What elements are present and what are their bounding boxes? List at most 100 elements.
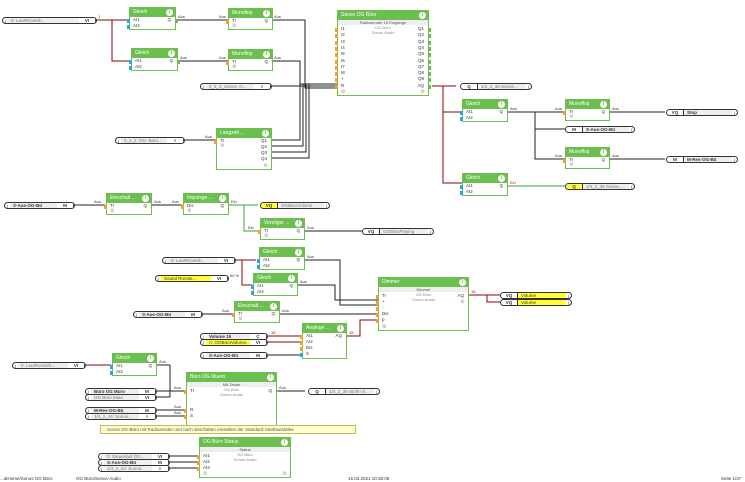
ref-input[interactable]: (0: LautRonsteh...VI [2, 17, 97, 24]
input-port[interactable] [104, 205, 107, 209]
info-icon[interactable]: i [295, 249, 302, 256]
input-port[interactable] [376, 313, 379, 317]
info-icon[interactable]: i [600, 149, 607, 156]
info-icon[interactable]: i [219, 195, 226, 202]
info-icon[interactable]: i [498, 175, 505, 182]
info-icon[interactable]: i [166, 9, 173, 16]
gear-icon[interactable]: ⚙ [420, 89, 425, 95]
input-port[interactable] [335, 34, 338, 39]
ref-input[interactable]: (0_2_2: OG: Büro...I [115, 137, 185, 144]
input-port[interactable] [300, 347, 303, 351]
input-port[interactable] [300, 335, 303, 339]
input-port[interactable] [257, 265, 260, 269]
input-port[interactable] [335, 72, 338, 77]
input-port[interactable] [127, 25, 130, 29]
info-icon[interactable]: i [295, 220, 302, 227]
gear-icon[interactable]: ⚙ [220, 143, 225, 149]
info-icon[interactable]: i [168, 50, 175, 57]
input-port[interactable] [335, 84, 338, 89]
gear-icon[interactable]: ⚙ [203, 471, 208, 477]
input-port[interactable] [127, 19, 130, 23]
info-icon[interactable]: i [419, 12, 426, 19]
input-port[interactable] [181, 205, 184, 209]
output-port[interactable] [428, 34, 431, 39]
input-port[interactable] [335, 59, 338, 64]
input-port[interactable] [300, 353, 303, 357]
gear-icon[interactable]: ⚙ [460, 299, 465, 305]
ref-input[interactable]: (0_2_2_Sonos: O...I [200, 83, 272, 90]
input-port[interactable] [335, 46, 338, 51]
input-port[interactable] [335, 40, 338, 45]
input-port[interactable] [197, 461, 200, 465]
input-port[interactable] [184, 415, 187, 419]
gear-icon[interactable]: ⚙ [263, 163, 268, 169]
gear-icon[interactable]: ⚙ [232, 23, 237, 29]
gear-icon[interactable]: ⚙ [569, 114, 574, 120]
input-port[interactable] [335, 65, 338, 70]
output-port[interactable] [428, 59, 431, 64]
info-icon[interactable]: i [142, 195, 149, 202]
info-icon[interactable]: i [459, 279, 466, 286]
input-port[interactable] [376, 307, 379, 311]
input-port[interactable] [563, 111, 566, 115]
input-port[interactable] [226, 61, 229, 65]
input-port[interactable] [460, 191, 463, 195]
output-port[interactable] [428, 72, 431, 77]
input-port[interactable] [376, 301, 379, 305]
input-port[interactable] [335, 78, 338, 83]
info-icon[interactable]: i [498, 101, 505, 108]
input-port[interactable] [300, 341, 303, 345]
block-impulsgeber[interactable]: Impulsge ...i Dis Q ⚙ [181, 193, 229, 215]
input-port[interactable] [129, 66, 132, 70]
input-port[interactable] [184, 390, 187, 394]
block-einschalt[interactable]: Einschalt ...i Tr Q ⚙ [232, 301, 280, 323]
input-port[interactable] [184, 409, 187, 413]
input-port[interactable] [232, 313, 235, 317]
block-analog[interactable]: Analoge ...i AI1 AI2 Dis S AQ [300, 323, 347, 359]
input-port[interactable] [460, 111, 463, 115]
ref-input[interactable]: (1/4_2_44: Sonos...I [98, 465, 170, 472]
input-port[interactable] [258, 230, 261, 234]
info-icon[interactable]: i [288, 275, 295, 282]
output-port[interactable] [428, 84, 431, 89]
output-port[interactable] [428, 65, 431, 70]
ref-input[interactable]: (A: OGBüroVolume...VI [200, 339, 268, 346]
output-port[interactable] [428, 28, 431, 32]
ref-input[interactable]: (Sound Ronste...VI [155, 275, 229, 282]
info-icon[interactable]: i [281, 439, 288, 446]
gear-icon[interactable]: ⚙ [282, 471, 287, 477]
block-verzoegerung[interactable]: Verzöger ...i Tr Q ⚙ [258, 218, 305, 240]
ref-input[interactable]: (0: LautRonsteh...VI [162, 257, 236, 264]
info-icon[interactable]: i [600, 101, 607, 108]
input-port[interactable] [251, 291, 254, 295]
info-icon[interactable]: i [263, 10, 270, 17]
gear-icon[interactable]: ⚙ [382, 324, 387, 330]
info-icon[interactable]: i [270, 303, 277, 310]
info-icon[interactable]: i [262, 130, 269, 137]
block-langzeit[interactable]: Langzeit ...i Tr Q1 Q2 Q3 Q4 ⚙ ⚙ [214, 128, 272, 170]
input-port[interactable] [460, 185, 463, 189]
output-port[interactable] [175, 19, 178, 23]
gear-icon[interactable]: ⚙ [238, 316, 243, 322]
input-port[interactable] [110, 365, 113, 369]
